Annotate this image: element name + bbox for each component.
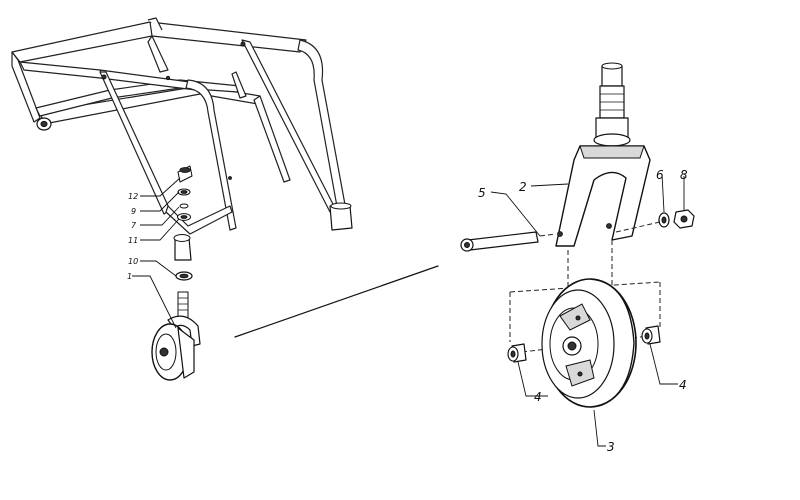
wheelchair-frame	[11, 17, 353, 261]
callout-8: 8	[680, 168, 688, 182]
washer-and-nut	[615, 209, 695, 233]
callout-1: 1	[127, 272, 132, 281]
callout-10: 10	[128, 257, 138, 266]
callout-11: 11	[128, 236, 138, 245]
small-caster-assembly	[151, 291, 201, 381]
caster-wheel	[541, 278, 637, 408]
callout-4-left: 4	[534, 390, 542, 404]
callout-4-right: 4	[679, 378, 687, 392]
callout-12: 12	[128, 192, 138, 201]
callout-7: 7	[131, 221, 137, 230]
callout-9: 9	[131, 207, 136, 216]
callout-5: 5	[478, 186, 486, 200]
wheel-bearings	[507, 325, 661, 363]
leader-lines	[132, 173, 685, 447]
callout-3: 3	[607, 440, 615, 454]
callout-numbers-detail: 2 5 6 8 4 4 3	[478, 168, 688, 454]
caster-hardware-stack	[175, 165, 193, 281]
caster-fork	[555, 62, 651, 247]
callout-2: 2	[519, 180, 527, 194]
detail-connector-line	[234, 265, 439, 338]
axle-bolt	[460, 231, 557, 252]
callout-6: 6	[656, 168, 664, 182]
callout-numbers-frame: 12 9 7 11 10 1	[127, 192, 138, 281]
